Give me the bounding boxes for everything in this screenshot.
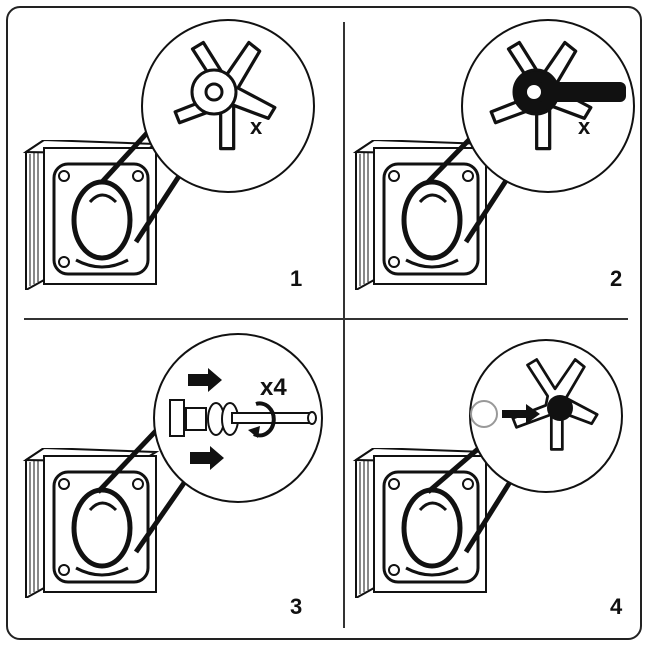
plug-cap-icon bbox=[547, 395, 573, 421]
step-1-number: 1 bbox=[290, 266, 303, 291]
step-3-panel: x4 3 bbox=[20, 330, 340, 630]
vertical-divider bbox=[343, 22, 345, 628]
arrow-right-icon-2 bbox=[190, 446, 224, 470]
cap-outline-icon bbox=[470, 400, 498, 428]
step-2-multiplier: x bbox=[578, 114, 591, 139]
step-4-number: 4 bbox=[610, 594, 623, 619]
instruction-frame bbox=[6, 6, 642, 640]
wrench-icon bbox=[536, 82, 626, 102]
arrow-right-icon bbox=[188, 368, 222, 392]
arrow-right-icon-3 bbox=[502, 404, 540, 424]
step-4-illustration bbox=[350, 339, 623, 630]
step-2-illustration bbox=[350, 19, 635, 322]
step-2-panel: x 2 bbox=[350, 19, 651, 322]
step-2-number: 2 bbox=[610, 266, 623, 291]
step-1-panel: x 1 bbox=[20, 19, 340, 322]
step-1-multiplier: x bbox=[250, 114, 263, 139]
step-4-panel: 4 bbox=[350, 330, 651, 630]
step-3-multiplier: x4 bbox=[260, 374, 287, 401]
step-3-illustration bbox=[20, 333, 323, 630]
horizontal-divider bbox=[24, 318, 628, 320]
step-3-number: 3 bbox=[290, 594, 303, 619]
step-1-illustration bbox=[20, 19, 315, 322]
